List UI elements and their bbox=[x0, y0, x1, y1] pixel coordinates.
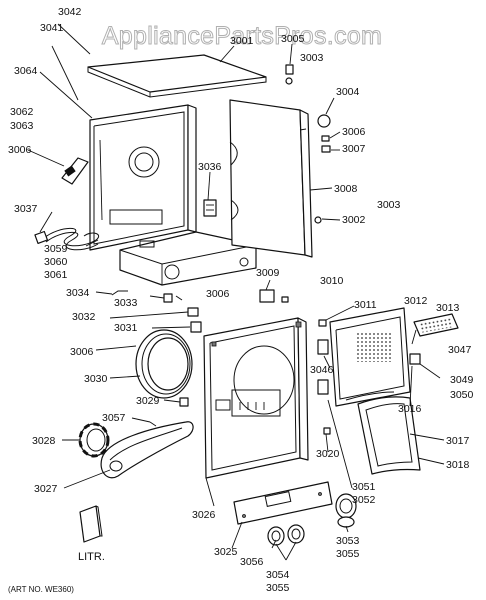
callout-3006: 3006 bbox=[206, 288, 230, 300]
callout-3011: 3011 bbox=[354, 299, 377, 311]
hinge bbox=[317, 339, 331, 435]
callout-3033: 3033 bbox=[114, 297, 138, 309]
top-hardware bbox=[285, 64, 331, 224]
callout-3037: 3037 bbox=[14, 203, 38, 215]
callout-3005: 3005 bbox=[281, 33, 305, 45]
callout-3054: 3054 bbox=[266, 569, 290, 581]
callout-3002: 3002 bbox=[342, 214, 366, 226]
callout-3008: 3008 bbox=[334, 183, 358, 195]
callout-3051: 3051 bbox=[352, 481, 376, 493]
callout-3064: 3064 bbox=[14, 65, 38, 77]
callout-3026: 3026 bbox=[192, 509, 216, 521]
callout-3055: 3055 bbox=[336, 548, 360, 560]
callout-3062: 3062 bbox=[10, 106, 34, 118]
callout-3018: 3018 bbox=[446, 459, 470, 471]
callout-3003: 3003 bbox=[300, 52, 324, 64]
door-trim bbox=[100, 421, 194, 479]
seal-ring bbox=[78, 422, 110, 458]
callout-3057: 3057 bbox=[102, 412, 126, 424]
callout-labels: 3042 3041 3001 3005 3003 3064 3004 3062 … bbox=[8, 6, 474, 594]
callout-3006: 3006 bbox=[70, 346, 94, 358]
watermark: AppliancePartsPros.com bbox=[102, 22, 382, 50]
callout-3007: 3007 bbox=[342, 143, 366, 155]
leader-lines bbox=[27, 23, 445, 561]
front-panel bbox=[203, 317, 309, 479]
callout-3047: 3047 bbox=[448, 344, 472, 356]
terminal-block bbox=[203, 199, 217, 217]
callout-3053: 3053 bbox=[336, 535, 360, 547]
callout-3028: 3028 bbox=[32, 435, 56, 447]
rear-vent bbox=[61, 157, 89, 185]
power-cord bbox=[34, 227, 100, 251]
callout-3006: 3006 bbox=[342, 126, 366, 138]
callout-3013: 3013 bbox=[436, 302, 460, 314]
callout-3046: 3046 bbox=[310, 364, 334, 376]
callout-3009: 3009 bbox=[256, 267, 280, 279]
callout-3020: 3020 bbox=[316, 448, 340, 460]
callout-3055: 3055 bbox=[266, 582, 290, 594]
callout-3012: 3012 bbox=[404, 295, 428, 307]
top-panel bbox=[87, 54, 267, 98]
door-gasket bbox=[357, 396, 421, 475]
callout-3006: 3006 bbox=[8, 144, 32, 156]
literature-label: LITR. bbox=[78, 551, 105, 563]
vent-grille bbox=[413, 313, 459, 337]
callout-3031: 3031 bbox=[114, 322, 138, 334]
callout-3060: 3060 bbox=[44, 256, 68, 268]
callout-3032: 3032 bbox=[72, 311, 96, 323]
door-switch bbox=[259, 289, 327, 327]
callout-3025: 3025 bbox=[214, 546, 238, 558]
hinge-hardware bbox=[409, 353, 421, 365]
literature-booklet bbox=[79, 505, 103, 543]
callout-3030: 3030 bbox=[84, 373, 108, 385]
callout-3027: 3027 bbox=[34, 483, 58, 495]
control-knobs bbox=[267, 524, 305, 546]
callout-3061: 3061 bbox=[44, 269, 68, 281]
callout-3049: 3049 bbox=[450, 374, 474, 386]
callout-3034: 3034 bbox=[66, 287, 90, 299]
callout-3001: 3001 bbox=[230, 35, 254, 47]
callout-3017: 3017 bbox=[446, 435, 470, 447]
side-panel bbox=[229, 99, 313, 258]
callout-3050: 3050 bbox=[450, 389, 474, 401]
door-ring bbox=[135, 329, 193, 399]
callout-3063: 3063 bbox=[10, 120, 34, 132]
cabinet-body bbox=[89, 104, 257, 286]
callout-3041: 3041 bbox=[40, 22, 64, 34]
callout-3029: 3029 bbox=[136, 395, 160, 407]
timer-knob bbox=[335, 493, 357, 528]
callout-3004: 3004 bbox=[336, 86, 360, 98]
callout-3003: 3003 bbox=[377, 199, 401, 211]
control-panel bbox=[233, 481, 333, 525]
door-outer bbox=[329, 307, 411, 407]
callout-3042: 3042 bbox=[58, 6, 82, 18]
callout-3016: 3016 bbox=[398, 403, 422, 415]
callout-3036: 3036 bbox=[198, 161, 222, 173]
callout-3052: 3052 bbox=[352, 494, 376, 506]
callout-3010: 3010 bbox=[320, 275, 344, 287]
callout-3059: 3059 bbox=[44, 243, 68, 255]
callout-3056: 3056 bbox=[240, 556, 264, 568]
art-number: (ART NO. WE360) bbox=[8, 585, 74, 594]
